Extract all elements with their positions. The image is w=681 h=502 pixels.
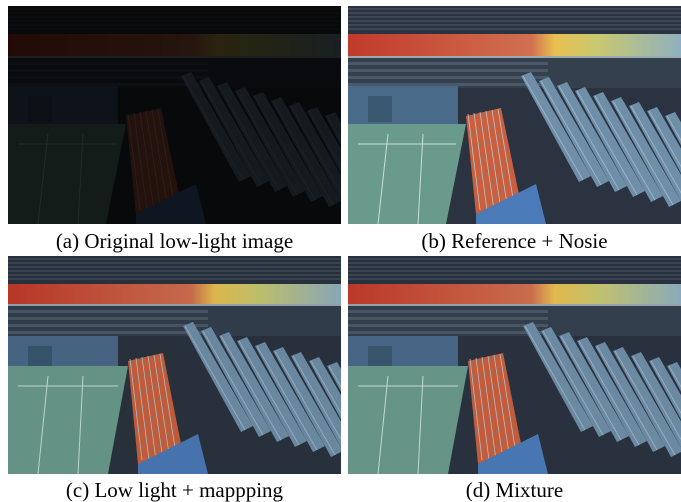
stadium-scene-d xyxy=(348,256,681,474)
stadium-scene-a xyxy=(8,6,341,224)
caption-b: (b) Reference + Nosie xyxy=(421,229,608,253)
panel-b-image xyxy=(348,6,681,224)
stadium-scene-c xyxy=(8,256,341,474)
panel-d-image xyxy=(348,256,681,474)
caption-d: (d) Mixture xyxy=(465,478,564,502)
panel-c-image xyxy=(8,256,341,474)
stadium-scene-b xyxy=(348,6,681,224)
caption-a: (a) Original low-light image xyxy=(55,229,294,253)
panel-a-image xyxy=(8,6,341,224)
caption-c: (c) Low light + mappping xyxy=(65,478,284,502)
